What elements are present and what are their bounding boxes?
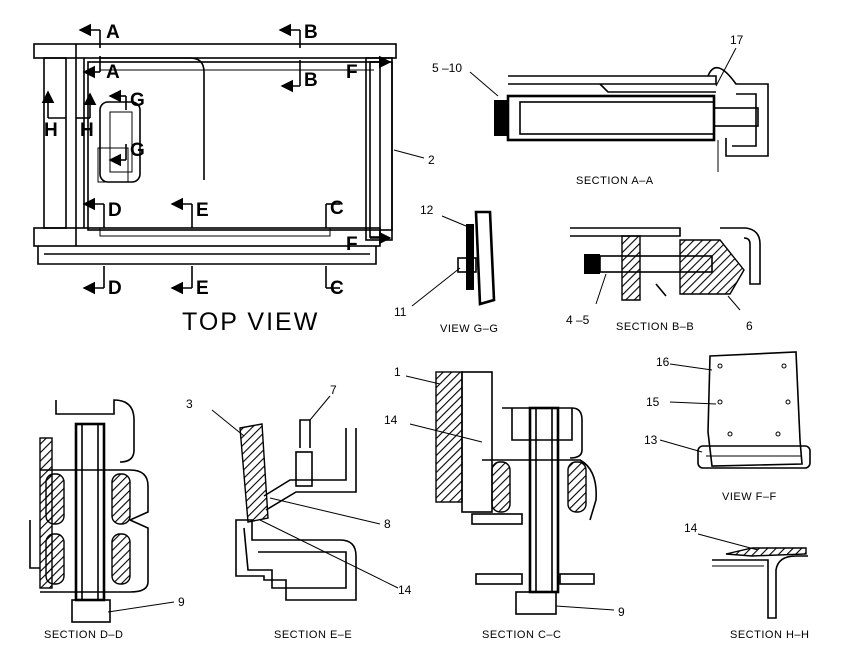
section-aa: 5 –10 17 SECTION A–A [432,33,769,187]
callout-5-10: 5 –10 [432,61,462,75]
caption-section-dd: SECTION D–D [44,629,123,641]
callout-14-ee: 14 [398,583,412,597]
caption-section-hh: SECTION H–H [730,629,809,641]
marker-g-bottom: G [130,140,145,161]
marker-e-bottom: E [196,278,209,299]
marker-h-left: H [44,120,58,141]
marker-e-top: E [196,200,209,221]
section-hh: 14 SECTION H–H [684,521,809,641]
section-dd: 9 SECTION D–D [29,399,185,641]
section-cc: 1 14 9 SECTION C–C [384,365,625,641]
marker-f-top: F [346,62,358,83]
callout-6: 6 [746,319,753,333]
callout-17: 17 [730,33,744,47]
section-bb: 4 –5 6 SECTION B–B [566,227,761,333]
callout-11: 11 [394,305,407,319]
caption-section-bb: SECTION B–B [616,321,694,333]
section-ee: 7 3 8 14 SECTION E–E [186,383,412,641]
marker-f-bottom: F [346,234,358,255]
callout-9-cc: 9 [618,605,625,619]
callout-13: 13 [644,433,658,447]
callout-1: 1 [394,365,401,379]
marker-h-right: H [80,120,94,141]
callout-9-dd: 9 [178,595,185,609]
marker-b-bottom: B [304,70,318,91]
callout-3: 3 [186,397,193,411]
caption-view-ff: VIEW F–F [722,491,777,503]
marker-a-bottom: A [106,62,120,83]
marker-d-top: D [108,200,122,221]
callout-7: 7 [330,383,337,397]
callout-16: 16 [656,355,670,369]
caption-section-aa: SECTION A–A [576,175,654,187]
section-markers: A A B B G G H H D [41,22,392,299]
marker-b-top: B [304,22,318,43]
callout-2: 2 [428,153,435,167]
view-ff: 16 15 13 VIEW F–F [644,351,811,503]
top-view: A A B B G G H H D [33,22,435,336]
callout-14-cc: 14 [384,413,398,427]
callout-12: 12 [420,203,434,217]
view-gg: 12 11 VIEW G–G [394,203,498,335]
callout-4-5: 4 –5 [566,313,590,327]
top-view-title: TOP VIEW [182,308,319,336]
caption-view-gg: VIEW G–G [440,323,498,335]
marker-c-top: C [330,198,344,219]
caption-section-cc: SECTION C–C [482,629,561,641]
marker-g-top: G [130,90,145,111]
marker-d-bottom: D [108,278,122,299]
callout-8: 8 [384,517,391,531]
callout-15: 15 [646,395,660,409]
callout-14-hh: 14 [684,521,698,535]
top-view-frame [33,43,397,265]
caption-section-ee: SECTION E–E [274,629,352,641]
marker-c-bottom: C [330,278,344,299]
marker-a-top: A [106,22,120,43]
